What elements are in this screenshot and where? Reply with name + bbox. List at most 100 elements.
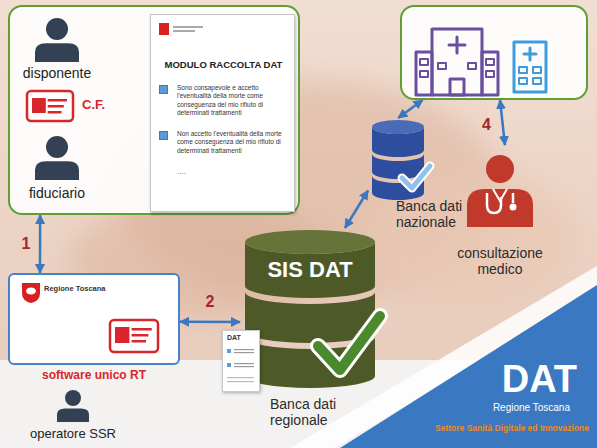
callout-number: 1 bbox=[22, 235, 31, 253]
brand-title: DAT bbox=[502, 360, 577, 398]
card-line bbox=[48, 105, 64, 108]
database-title: SIS DAT bbox=[245, 257, 375, 282]
callout-number: 2 bbox=[206, 293, 215, 311]
stethoscope bbox=[487, 193, 501, 213]
card-line bbox=[48, 111, 62, 114]
card-photo bbox=[115, 327, 129, 343]
clinic-cross bbox=[524, 48, 536, 60]
hospital-window bbox=[420, 59, 428, 65]
person-body bbox=[57, 408, 89, 422]
input-panel: disponenteC.F. fiduciario MODULO RACCOLTA … bbox=[8, 5, 300, 215]
region-logo-mark bbox=[26, 288, 36, 295]
doctor-body bbox=[467, 189, 533, 227]
hospital-main bbox=[432, 29, 482, 95]
cylinder-segment bbox=[372, 154, 424, 179]
dat-form: MODULO RACCOLTA DAT Sono consapevole e ac… bbox=[150, 14, 295, 212]
check-outline bbox=[402, 166, 430, 188]
clinic-icon bbox=[514, 42, 546, 92]
database-caption: Banca dati nazionale bbox=[396, 198, 478, 230]
brand-department: Settore Sanità Digitale ed Innovazione bbox=[435, 424, 589, 434]
document-title: DAT bbox=[227, 334, 241, 342]
check-outline bbox=[318, 316, 380, 370]
logo-text: Regione Toscana bbox=[44, 285, 106, 294]
cylinder-top bbox=[245, 230, 375, 254]
dat-document: DAT bbox=[222, 330, 260, 392]
form-logo-line bbox=[173, 26, 203, 28]
national-database: Banca dati nazionale bbox=[368, 118, 480, 243]
clinic-window bbox=[519, 67, 527, 73]
regional-database: SIS DAT Banca dati regionale bbox=[240, 228, 380, 433]
hand-shape bbox=[360, 170, 580, 310]
card-photo bbox=[32, 98, 46, 113]
stethoscope-bell bbox=[510, 204, 517, 211]
form-statement: Sono consapevole e accetto l'eventualità… bbox=[159, 84, 288, 118]
person-body bbox=[35, 161, 79, 180]
card-outline bbox=[27, 91, 73, 121]
cylinder-top bbox=[372, 120, 424, 134]
card-outline bbox=[110, 320, 158, 352]
card-label: C.F. bbox=[82, 98, 105, 113]
form-logo bbox=[159, 23, 169, 35]
hospital-wing bbox=[416, 52, 432, 95]
hospital-window bbox=[468, 63, 476, 69]
card-line bbox=[132, 340, 146, 343]
region-logo bbox=[22, 283, 40, 303]
database-caption: Banca dati regionale bbox=[270, 396, 370, 428]
hospital-window bbox=[420, 71, 428, 77]
callout-number: 4 bbox=[482, 116, 491, 134]
form-ellipsis: .... bbox=[159, 167, 288, 176]
system-label: software unico RT bbox=[10, 369, 178, 383]
form-title: MODULO RACCOLTA DAT bbox=[159, 59, 288, 70]
double-arrow bbox=[398, 100, 422, 118]
brand-band: DAT Regione ToscanaSettore Sanità Digital… bbox=[340, 285, 597, 448]
role-label: fiduciario bbox=[10, 185, 104, 201]
health-card bbox=[110, 320, 158, 352]
person-head bbox=[46, 136, 68, 158]
person-body bbox=[35, 43, 79, 62]
doctor-head bbox=[486, 155, 514, 183]
operator-label: operatore SSR bbox=[18, 427, 128, 442]
check-mark bbox=[318, 316, 380, 370]
hospital-window bbox=[486, 71, 494, 77]
person-icon bbox=[35, 136, 79, 180]
role-label: disponente bbox=[10, 65, 104, 81]
clinic-window bbox=[533, 78, 541, 84]
brand-subtitle: Regione Toscana bbox=[493, 402, 570, 414]
doc-line bbox=[227, 381, 254, 382]
stethoscope bbox=[512, 193, 515, 203]
doc-line bbox=[234, 366, 254, 367]
role-label: consultazione medico bbox=[445, 245, 555, 277]
card-line bbox=[48, 99, 67, 102]
form-logo-line bbox=[173, 30, 195, 32]
double-arrow bbox=[39, 215, 42, 273]
double-arrow bbox=[345, 191, 368, 229]
doc-line bbox=[234, 363, 254, 364]
software-box: Regione Toscanasoftware unico RT bbox=[8, 273, 180, 365]
hospital-panel-art bbox=[402, 7, 586, 98]
operator-icon bbox=[57, 390, 89, 422]
hospital-door bbox=[450, 79, 464, 95]
hospital-window bbox=[438, 63, 446, 69]
double-arrow bbox=[500, 100, 505, 145]
check-mark bbox=[402, 166, 430, 188]
hospital-icon bbox=[416, 29, 498, 95]
hospital-wing bbox=[482, 52, 498, 95]
clinic-body bbox=[514, 42, 546, 92]
clinic-window bbox=[533, 67, 541, 73]
hospital-panel bbox=[400, 5, 588, 100]
doc-line bbox=[234, 349, 254, 350]
fiscal-code-card bbox=[27, 91, 73, 121]
doc-checkbox bbox=[227, 349, 231, 353]
card-line bbox=[132, 328, 152, 331]
hospital-cross bbox=[449, 37, 465, 53]
form-statement: Non accetto l'eventualità della morte co… bbox=[159, 130, 288, 155]
doctor-consult: consultazione medico bbox=[445, 145, 555, 285]
double-arrow bbox=[180, 321, 240, 324]
doc-line bbox=[227, 377, 254, 378]
hospital-window bbox=[486, 59, 494, 65]
person-icon bbox=[35, 18, 79, 62]
doc-checkbox bbox=[227, 363, 231, 367]
blue-band bbox=[340, 285, 597, 448]
